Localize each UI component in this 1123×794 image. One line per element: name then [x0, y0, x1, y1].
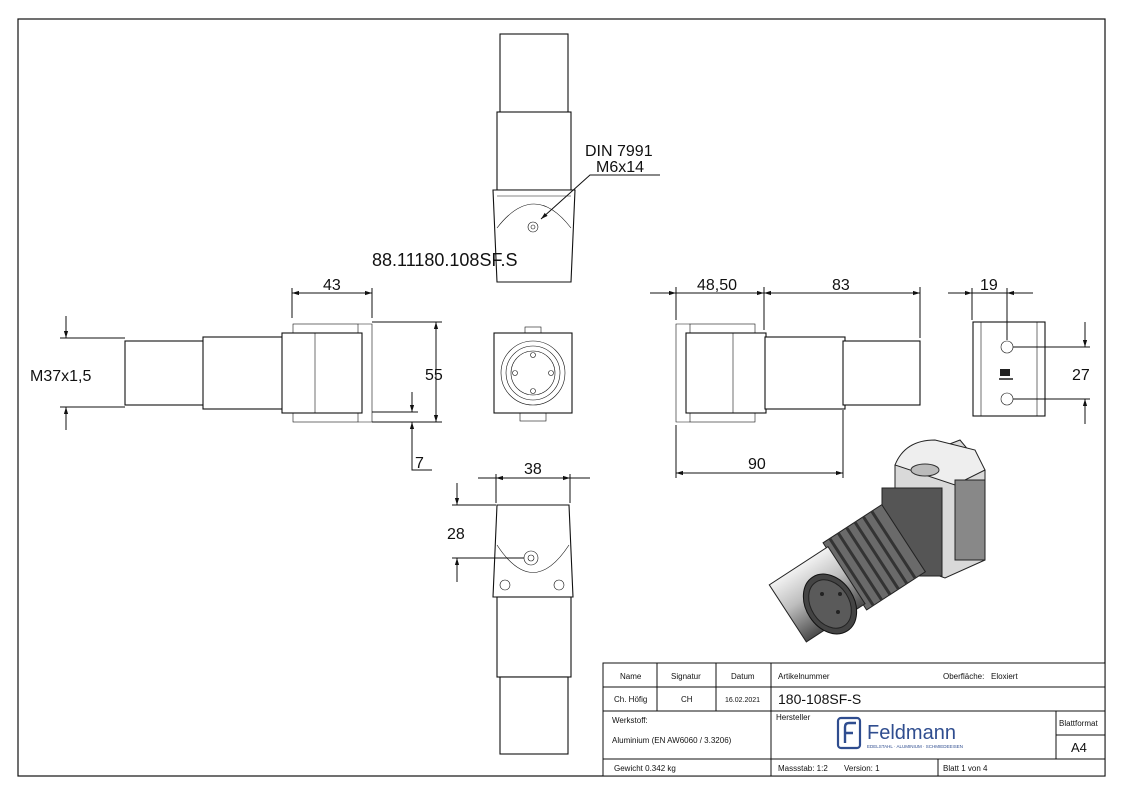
tb-surface-value: Eloxiert — [991, 672, 1018, 681]
dim-55: 55 — [425, 367, 443, 384]
end-view — [972, 321, 1046, 417]
tb-sheet: Blatt 1 von 4 — [943, 764, 988, 773]
dim-43: 43 — [323, 277, 341, 294]
screw-leader — [540, 174, 660, 220]
front-view — [493, 326, 573, 422]
tb-manufacturer-label: Hersteller — [776, 713, 811, 722]
tb-weight: Gewicht 0.342 kg — [614, 764, 676, 773]
tb-header-name: Name — [620, 672, 642, 681]
dim-7: 7 — [415, 455, 424, 472]
part-code-label: 88.11180.108SF.S — [372, 250, 517, 270]
top-view — [492, 33, 576, 283]
tb-header-surface: Oberfläche: — [943, 672, 984, 681]
tb-header-article: Artikelnummer — [778, 672, 830, 681]
dim-48-50: 48,50 — [697, 277, 737, 294]
tb-version: Version: 1 — [844, 764, 880, 773]
isometric-render — [768, 439, 986, 643]
sheet-border — [17, 18, 1106, 777]
tb-header-signature: Signatur — [671, 672, 701, 681]
screw-standard-label: DIN 7991 — [585, 143, 653, 160]
tb-header-date: Datum — [731, 672, 755, 681]
side-view — [675, 323, 921, 423]
feldmann-logo-icon — [836, 716, 862, 750]
tb-drawn-by: Ch. Höfig — [614, 695, 647, 704]
brand-name: Feldmann — [867, 722, 956, 744]
dim-38: 38 — [524, 461, 542, 478]
title-block — [602, 662, 1106, 777]
tb-signature: CH — [681, 695, 693, 704]
tb-article-number: 180-108SF-S — [778, 691, 861, 707]
dim-83: 83 — [832, 277, 850, 294]
left-view — [124, 323, 373, 423]
tb-date: 16.02.2021 — [725, 697, 760, 704]
brand-tagline: EDELSTAHL · ALUMINIUM · SCHMIEDEEISEN — [867, 744, 963, 749]
dim-28: 28 — [447, 526, 465, 543]
tb-format-value: A4 — [1071, 740, 1087, 755]
bottom-view — [492, 504, 574, 755]
thread-label: M37x1,5 — [30, 368, 91, 385]
dim-27: 27 — [1072, 367, 1090, 384]
dim-19: 19 — [980, 277, 998, 294]
tb-material-label: Werkstoff: — [612, 716, 648, 725]
screw-size-label: M6x14 — [596, 159, 644, 176]
tb-material-value: Aluminium (EN AW6060 / 3.3206) — [612, 736, 732, 745]
dim-90: 90 — [748, 456, 766, 473]
tb-format-label: Blattformat — [1059, 719, 1098, 728]
tb-scale: Massstab: 1:2 — [778, 764, 828, 773]
